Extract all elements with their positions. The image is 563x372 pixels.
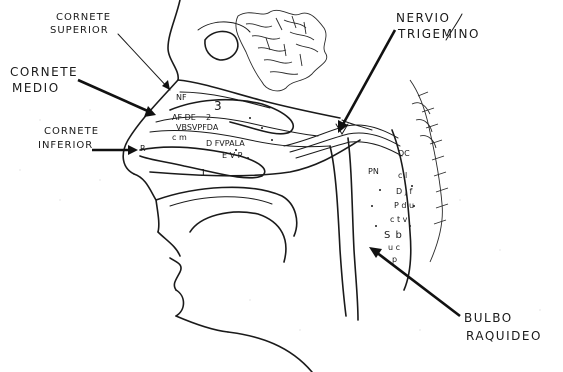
marker-col7: p xyxy=(392,255,397,264)
marker-col2: D j f xyxy=(396,187,412,196)
label-cornete-superior-2: SUPERIOR xyxy=(50,25,109,36)
dot-markers xyxy=(235,117,415,227)
marker-1: 1 xyxy=(200,168,207,179)
brain-hatching xyxy=(236,10,327,91)
label-cornete-inferior-2: INFERIOR xyxy=(38,140,93,151)
label-nervio-trigemino-1: NERVIO xyxy=(396,11,450,25)
label-bulbo-raquideo-1: BULBO xyxy=(464,311,513,325)
marker-d-row: D FVPALA xyxy=(206,139,245,148)
marker-c-row: c m xyxy=(172,133,187,142)
marker-col6: u c xyxy=(388,243,400,252)
marker-2: 2 xyxy=(206,113,211,122)
marker-af-de: AF DE xyxy=(172,113,196,122)
pharynx xyxy=(330,120,372,320)
label-cornete-superior-1: CORNETE xyxy=(56,12,111,23)
marker-v-row: VBSVPFDA xyxy=(176,123,219,132)
label-cornete-medio-2: MEDIO xyxy=(12,81,60,95)
marker-pn: PN xyxy=(368,167,379,176)
nasal-cavity xyxy=(140,80,360,262)
marker-3: 3 xyxy=(214,99,223,113)
marker-col1: c l xyxy=(398,171,407,180)
trigeminal-nerve xyxy=(284,124,402,158)
label-nervio-trigemino-2: TRIGEMINO xyxy=(397,27,480,41)
marker-r: R xyxy=(140,144,146,153)
paper-texture xyxy=(19,109,540,330)
marker-nf: NF xyxy=(176,93,187,102)
label-cornete-inferior-1: CORNETE xyxy=(44,126,99,137)
face-profile xyxy=(123,0,312,372)
marker-dc: DC xyxy=(398,149,410,158)
label-cornete-medio-1: CORNETE xyxy=(10,65,78,79)
orbit xyxy=(198,22,250,60)
label-bulbo-raquideo-2: RAQUIDEO xyxy=(466,329,542,343)
marker-col5: S b xyxy=(384,230,403,241)
marker-col4: c t v xyxy=(390,215,408,224)
marker-col3: P d u xyxy=(394,201,414,210)
marker-e-row: E V P xyxy=(222,151,243,160)
